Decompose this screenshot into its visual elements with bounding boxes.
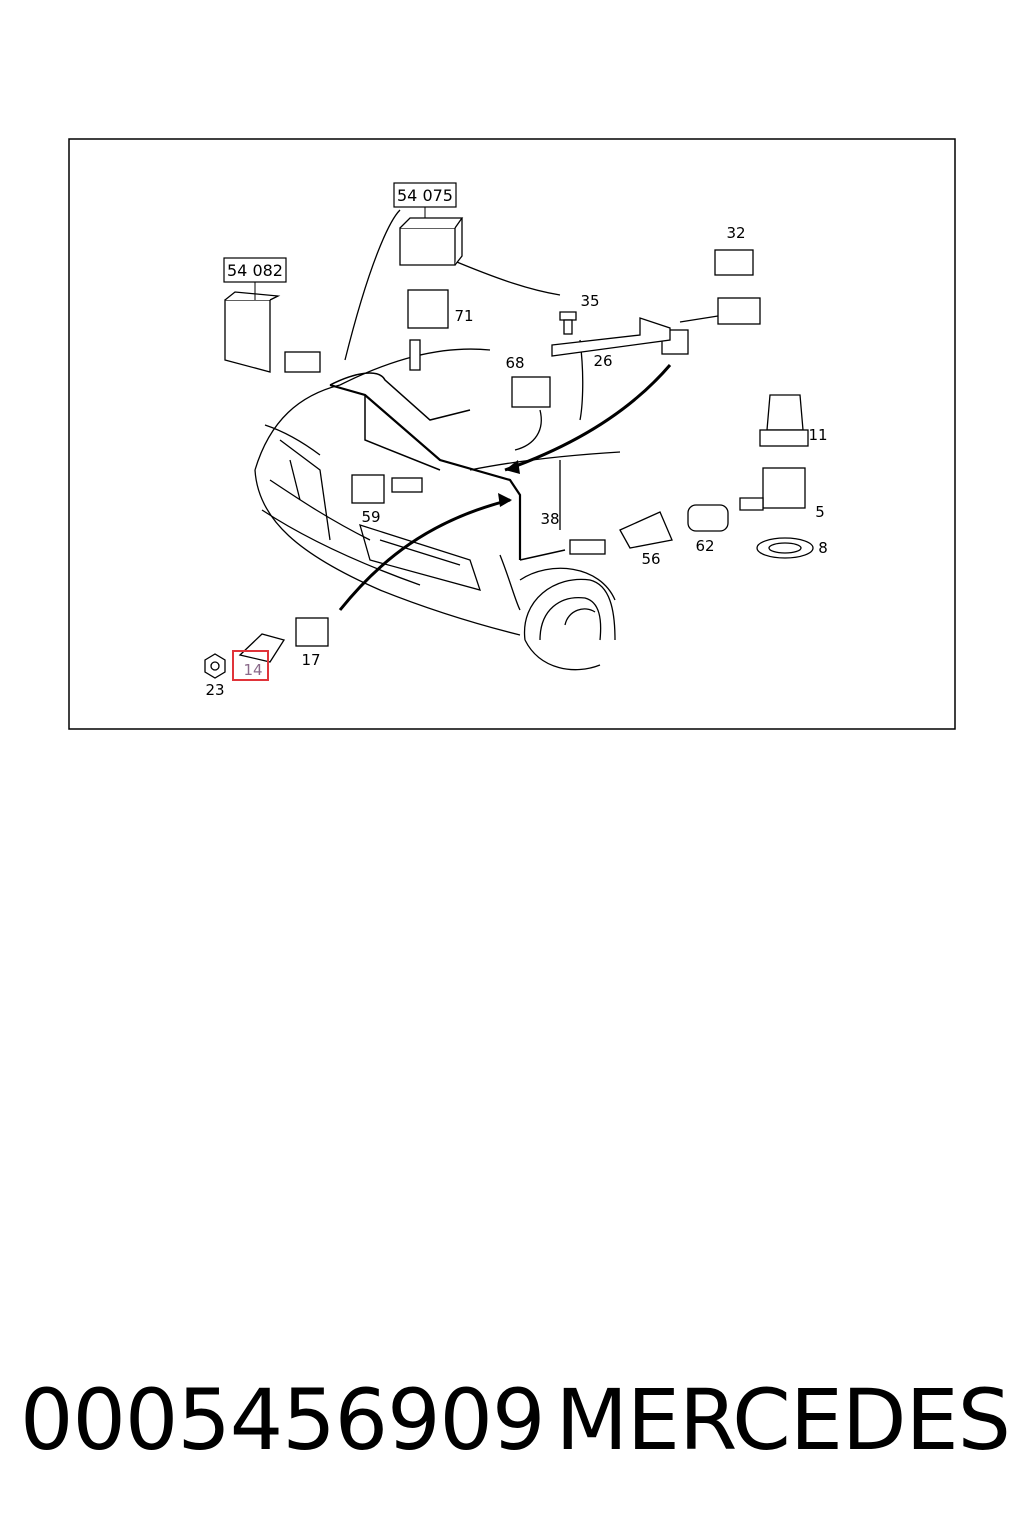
box-54082 bbox=[223, 257, 287, 283]
callout-17: 17 bbox=[301, 651, 320, 669]
callout-5: 5 bbox=[815, 503, 825, 521]
box-label-54075: 54 075 bbox=[397, 186, 453, 205]
components bbox=[204, 217, 814, 679]
part-number: 0005456909 bbox=[20, 1371, 545, 1469]
box-54075 bbox=[393, 182, 457, 208]
car-outline bbox=[254, 209, 621, 671]
callout-35: 35 bbox=[580, 292, 599, 310]
callout-71: 71 bbox=[454, 307, 473, 325]
callout-68: 68 bbox=[505, 354, 524, 372]
highlight-box-14 bbox=[232, 650, 269, 681]
callout-26: 26 bbox=[593, 352, 612, 370]
callout-38: 38 bbox=[540, 510, 559, 528]
parts-diagram: 54 075 54 082 32 35 71 26 68 11 5 8 62 5… bbox=[68, 138, 956, 730]
part-footer: 0005456909 MERCEDES bbox=[20, 1365, 1011, 1475]
callout-59: 59 bbox=[361, 508, 380, 526]
callout-11: 11 bbox=[808, 426, 827, 444]
callout-14: 14 bbox=[243, 661, 262, 679]
brand-name: MERCEDES bbox=[555, 1371, 1011, 1469]
pointer-arrows bbox=[338, 364, 672, 611]
diagram-frame bbox=[68, 138, 956, 730]
callout-62: 62 bbox=[695, 537, 714, 555]
box-label-54082: 54 082 bbox=[227, 261, 283, 280]
callout-23: 23 bbox=[205, 681, 224, 699]
callout-56: 56 bbox=[641, 550, 660, 568]
callout-8: 8 bbox=[818, 539, 828, 557]
callout-32: 32 bbox=[726, 224, 745, 242]
